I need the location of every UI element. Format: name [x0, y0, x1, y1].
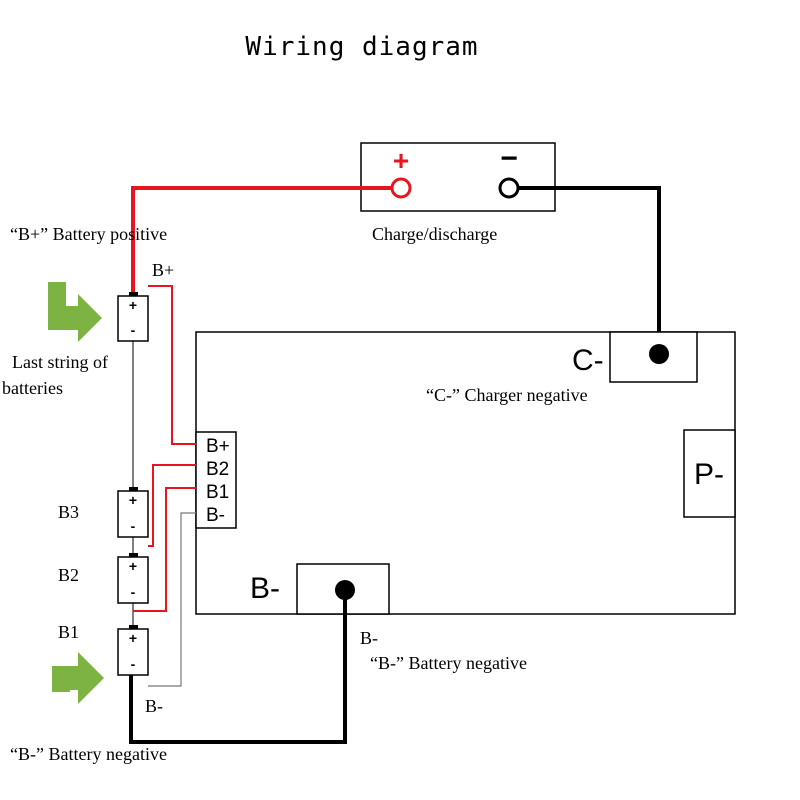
battery-negative-left-label: “B-” Battery negative: [10, 744, 167, 764]
charge-discharge-label: Charge/discharge: [372, 224, 497, 244]
charge-minus-symbol: −: [500, 142, 518, 175]
charge-port-box: [360, 142, 556, 212]
last-string-arrow-icon: [48, 282, 102, 342]
b-minus-board-label: B-: [250, 572, 280, 605]
connector-pin-b1: B1: [206, 482, 229, 503]
b-minus-terminal: [335, 580, 355, 600]
diagram-title: Wiring diagram: [245, 32, 478, 62]
b-minus-pad-label: B-: [360, 628, 378, 648]
c-minus-terminal: [649, 344, 669, 364]
svg-text:-: -: [131, 584, 136, 600]
cell-b1: + -: [117, 625, 149, 676]
sense-wire-b-minus: [148, 512, 196, 687]
svg-text:-: -: [131, 656, 136, 672]
last-string-label-line2: batteries: [2, 378, 63, 398]
b2-label: B2: [58, 565, 79, 585]
charge-plus-terminal: [390, 177, 412, 199]
sense-wire-b1: [133, 487, 196, 612]
b-minus-wire-label: B-: [145, 696, 163, 716]
svg-text:+: +: [129, 558, 137, 574]
battery-negative-right-label: “B-” Battery negative: [370, 653, 527, 673]
battery-positive-label: “B+” Battery positive: [10, 224, 167, 244]
cell-last: + -: [117, 292, 149, 342]
svg-text:+: +: [129, 297, 137, 313]
connector-pin-b-minus: B-: [206, 505, 225, 526]
cell-b2: + -: [117, 553, 149, 604]
cell-b3: + -: [117, 487, 149, 538]
svg-text:-: -: [131, 518, 136, 534]
b-plus-wire-label: B+: [152, 260, 174, 280]
charge-plus-symbol: +: [393, 145, 409, 176]
connector-pin-b-plus: B+: [206, 436, 230, 457]
c-minus-caption: “C-” Charger negative: [426, 385, 588, 405]
b1-label: B1: [58, 622, 79, 642]
b1-arrow-icon: [52, 652, 104, 704]
charger-negative-wire: [518, 186, 661, 354]
c-minus-label: C-: [572, 344, 604, 377]
p-minus-pad: [683, 429, 736, 518]
connector-pin-b2: B2: [206, 459, 229, 480]
charge-minus-terminal: [498, 177, 520, 199]
battery-negative-main-wire: [129, 590, 347, 744]
positive-main-wire: [131, 186, 391, 296]
balance-connector: [195, 431, 237, 529]
svg-text:+: +: [129, 630, 137, 646]
svg-text:+: +: [129, 492, 137, 508]
sense-wire-b2: [148, 464, 196, 547]
b3-label: B3: [58, 502, 79, 522]
sense-wire-b-plus: [148, 285, 196, 445]
p-minus-label: P-: [694, 458, 724, 491]
last-string-label-line1: Last string of: [12, 352, 108, 372]
svg-text:-: -: [131, 322, 136, 338]
